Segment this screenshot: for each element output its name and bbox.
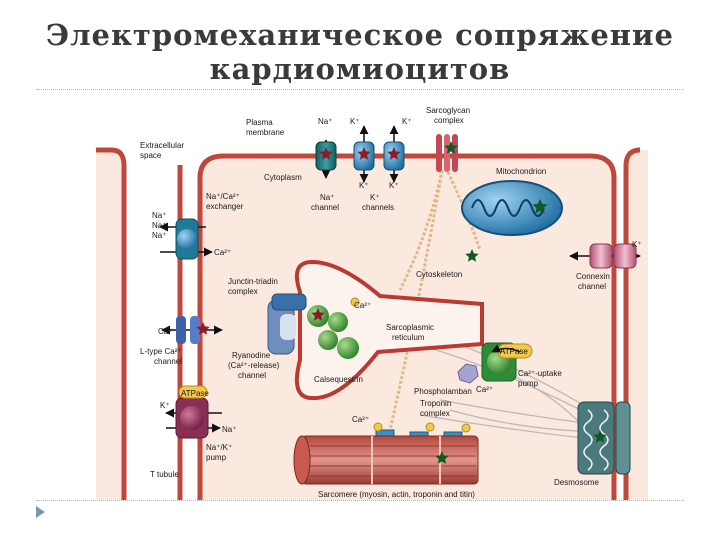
k-channel-2-star-icon bbox=[387, 147, 401, 160]
label-connexin-k: K⁺ bbox=[632, 240, 642, 249]
title-divider bbox=[36, 89, 684, 90]
label-sarcoglycan-2: complex bbox=[434, 116, 464, 125]
label-ryanodine-3: channel bbox=[238, 371, 266, 380]
desmosome bbox=[577, 401, 631, 475]
connexin-channel bbox=[569, 243, 641, 269]
label-desmosome: Desmosome bbox=[554, 478, 599, 487]
label-calsequestrin: Calsequestrin bbox=[314, 375, 363, 384]
serca-pump bbox=[457, 342, 533, 384]
mitochondrion bbox=[461, 180, 563, 236]
label-junctin-1: Junctin-triadin bbox=[228, 277, 278, 286]
sarcomere-star-icon bbox=[435, 451, 449, 464]
desmosome-star-icon bbox=[593, 430, 607, 443]
label-exchanger-1: Na⁺/Ca²⁺ bbox=[206, 192, 240, 201]
label-serca-atpase: ATPase bbox=[500, 347, 528, 356]
l-type-star-icon bbox=[196, 322, 210, 335]
mitochondrion-star-icon bbox=[532, 199, 548, 214]
label-k-top-1: K⁺ bbox=[350, 117, 360, 126]
label-k-channels-1: K⁺ bbox=[370, 193, 380, 202]
k-channels bbox=[353, 125, 405, 183]
label-sarcomere: Sarcomere (myosin, actin, troponin and t… bbox=[318, 490, 475, 499]
label-nak-k: K⁺ bbox=[160, 401, 170, 410]
label-cytoplasm: Cytoplasm bbox=[264, 173, 302, 182]
ryanodine-channel bbox=[267, 293, 307, 355]
l-type-ca-channel bbox=[161, 316, 223, 344]
phospholamban-shape bbox=[457, 363, 479, 384]
label-na-channel-1: Na⁺ bbox=[320, 193, 334, 202]
label-connexin-1: Connexin bbox=[576, 272, 610, 281]
label-sr-1: Sarcoplasmic bbox=[386, 323, 434, 332]
junctin-triadin-complex bbox=[307, 305, 329, 327]
title-line-1: Электромеханическое сопряжение bbox=[46, 18, 674, 52]
na-channel-star-icon bbox=[319, 147, 333, 160]
label-sr-2: reticulum bbox=[392, 333, 425, 342]
label-serca-1: Ca²⁺-uptake bbox=[518, 369, 562, 378]
label-phospholamban-ca: Ca²⁺ bbox=[476, 385, 493, 394]
label-troponin-ca: Ca²⁺ bbox=[352, 415, 369, 424]
label-ryanodine-1: Ryanodine bbox=[232, 351, 271, 360]
label-nak-pump-1: Na⁺/K⁺ bbox=[206, 443, 232, 452]
plasma-membrane bbox=[197, 153, 617, 500]
label-cytoskeleton: Cytoskeleton bbox=[416, 270, 462, 279]
label-ltype-2: channel bbox=[154, 357, 182, 366]
na-k-pump bbox=[165, 385, 222, 439]
label-serca-2: pump bbox=[518, 379, 539, 388]
label-na-top: Na⁺ bbox=[318, 117, 332, 126]
sarcoglycan-star-icon bbox=[444, 141, 458, 154]
sarcoplasmic-reticulum bbox=[295, 259, 484, 401]
label-ltype-1: L-type Ca²⁺ bbox=[140, 347, 182, 356]
label-exchanger-na-2: Na⁺ bbox=[152, 221, 166, 230]
k-channel-1-star-icon bbox=[357, 147, 371, 160]
footer-divider bbox=[36, 500, 684, 501]
label-exchanger-ca: Ca²⁺ bbox=[214, 248, 231, 257]
label-phospholamban: Phospholamban bbox=[414, 387, 472, 396]
label-nak-atpase: ATPase bbox=[181, 389, 209, 398]
label-junctin-2: complex bbox=[228, 287, 258, 296]
cytoskeleton-star-icon bbox=[465, 249, 479, 262]
label-extracellular-2: space bbox=[140, 151, 162, 160]
slide-bullet-icon bbox=[36, 506, 45, 518]
label-nak-na: Na⁺ bbox=[222, 425, 236, 434]
junctin-star-icon bbox=[311, 308, 325, 321]
label-k-bottom-1: K⁺ bbox=[359, 181, 369, 190]
label-sr-ca: Ca²⁺ bbox=[354, 301, 371, 310]
label-ryanodine-2: (Ca²⁺-release) bbox=[228, 361, 280, 370]
label-extracellular-1: Extracellular bbox=[140, 141, 184, 150]
slide-title: Электромеханическое сопряжение кардиомио… bbox=[0, 18, 720, 86]
na-channel bbox=[315, 139, 337, 179]
label-exchanger-na-1: Na⁺ bbox=[152, 211, 166, 220]
label-ltype-ca: Ca²⁺ bbox=[158, 327, 175, 336]
label-nak-pump-2: pump bbox=[206, 453, 227, 462]
label-t-tubule: T tubule bbox=[150, 470, 179, 479]
na-ca-exchanger bbox=[159, 218, 213, 260]
label-k-top-2: K⁺ bbox=[402, 117, 412, 126]
label-troponin-2: complex bbox=[420, 409, 450, 418]
label-k-channels-2: channels bbox=[362, 203, 394, 212]
sarcomere bbox=[293, 435, 479, 485]
label-exchanger-na-3: Na⁺ bbox=[152, 231, 166, 240]
left-membrane bbox=[96, 147, 127, 500]
title-line-2: кардиомиоцитов bbox=[209, 52, 511, 86]
label-k-bottom-2: K⁺ bbox=[389, 181, 399, 190]
label-connexin-2: channel bbox=[578, 282, 606, 291]
label-troponin-1: Troponin bbox=[420, 399, 451, 408]
label-sarcoglycan-1: Sarcoglycan bbox=[426, 106, 470, 115]
label-plasma-1: Plasma bbox=[246, 118, 273, 127]
right-membrane bbox=[623, 147, 641, 500]
label-plasma-2: membrane bbox=[246, 128, 285, 137]
label-mitochondrion: Mitochondrion bbox=[496, 167, 546, 176]
label-na-channel-2: channel bbox=[311, 203, 339, 212]
label-exchanger-2: exchanger bbox=[206, 202, 244, 211]
calsequestrin bbox=[318, 297, 360, 359]
sarcoglycan-complex bbox=[436, 134, 458, 172]
